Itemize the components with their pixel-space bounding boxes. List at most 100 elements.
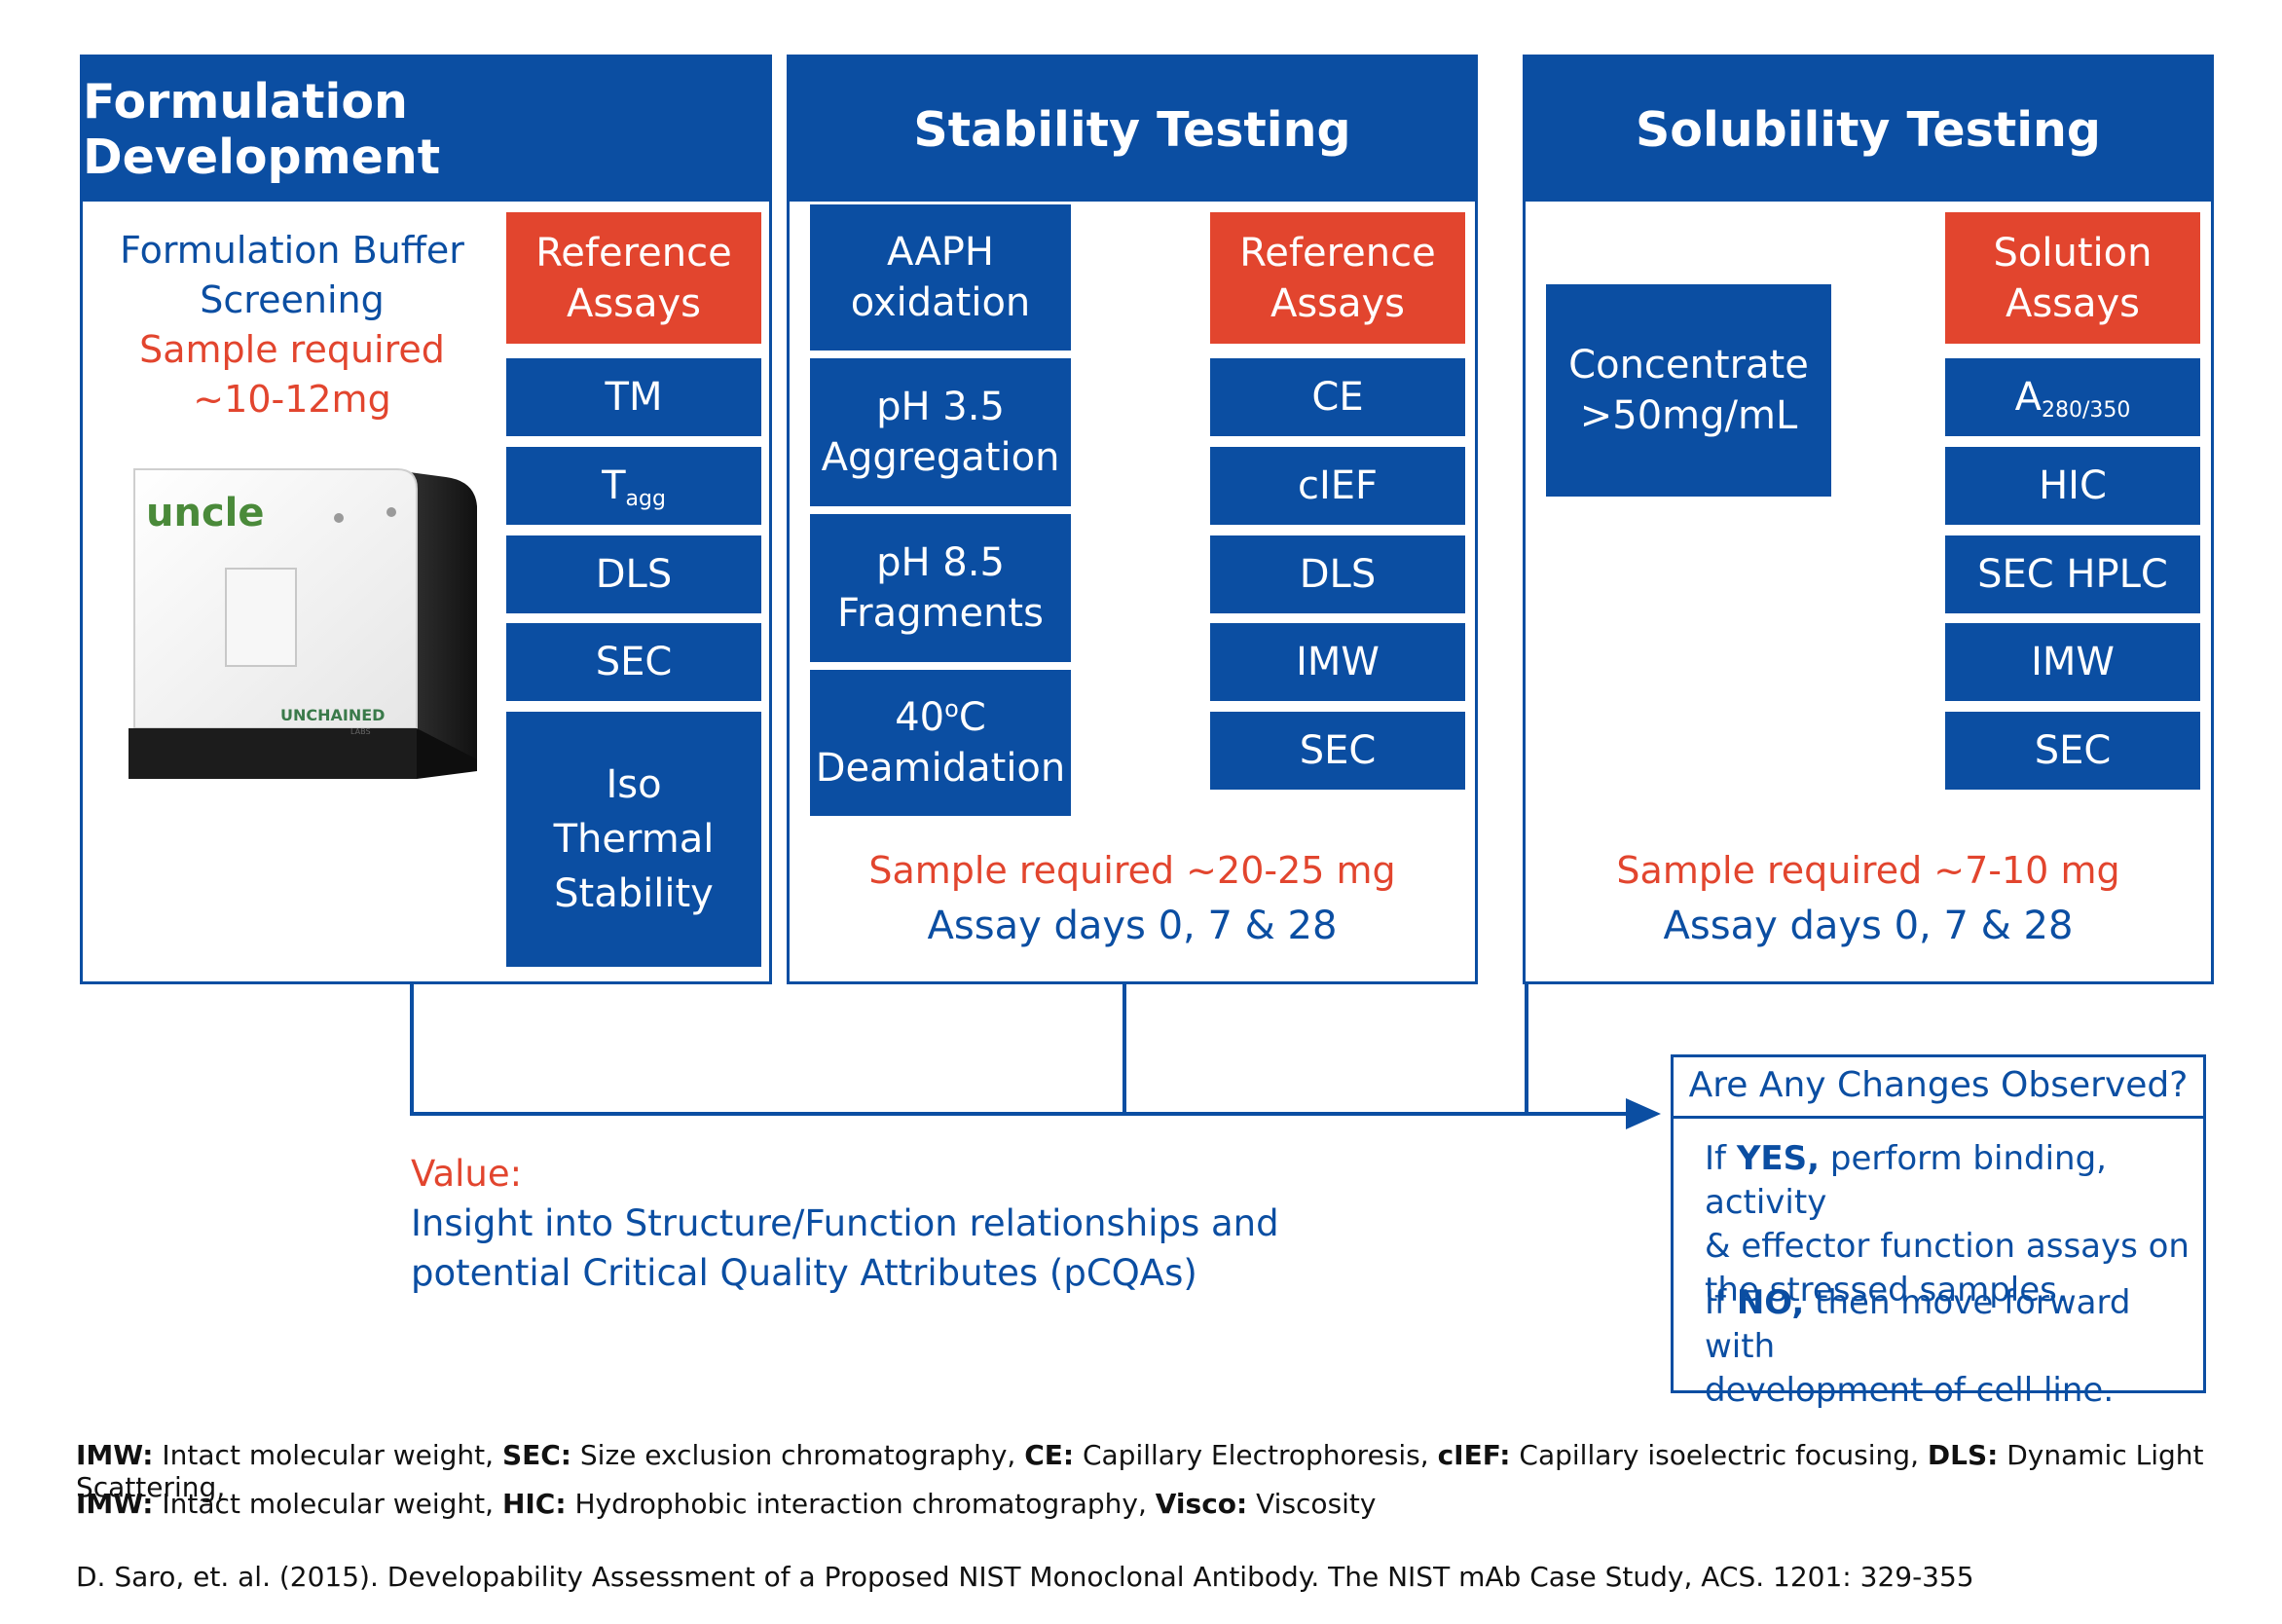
changes-box: Are Any Changes Observed? If YES, perfor… bbox=[1671, 1054, 2206, 1410]
formulation-intro: Formulation Buffer Screening bbox=[107, 226, 477, 325]
changes-no: If NO, then move forward with developmen… bbox=[1705, 1281, 2203, 1413]
assay-sec: SEC bbox=[506, 623, 761, 701]
solubility-assay-days: Assay days 0, 7 & 28 bbox=[1663, 904, 2074, 948]
assay-tm-label: TM bbox=[605, 375, 663, 420]
stability-sample-required: Sample required ~20-25 mg bbox=[868, 849, 1396, 892]
yes-bold: YES, bbox=[1736, 1139, 1821, 1178]
citation: D. Saro, et. al. (2015). Developability … bbox=[76, 1561, 1974, 1593]
solution-assays-header: Solution Assays bbox=[1945, 212, 2200, 344]
fn-def: Intact molecular weight, bbox=[153, 1488, 502, 1520]
assay-label: IMW bbox=[2031, 640, 2115, 684]
fn-def: Dynamic Light Scattering, bbox=[76, 1439, 2204, 1503]
stress-ph35-l2: Aggregation bbox=[821, 435, 1060, 480]
yes-pre: If bbox=[1705, 1139, 1737, 1178]
stress-ph85: pH 8.5 Fragments bbox=[810, 514, 1071, 662]
assay-dls-label: DLS bbox=[595, 552, 673, 597]
assay-tagg-label: T bbox=[602, 463, 626, 508]
solubility-assay-hic: HIC bbox=[1945, 447, 2200, 525]
stress-40c-unit: C bbox=[958, 695, 986, 740]
value-label: Value: bbox=[411, 1153, 523, 1195]
intro-line2: Screening bbox=[200, 278, 385, 321]
assay-label: SEC HPLC bbox=[1977, 552, 2168, 597]
assay-a-sub: 280/350 bbox=[2041, 397, 2131, 423]
fn-def: Size exclusion chromatography, bbox=[570, 1439, 1025, 1471]
formulation-reference-assays-header: Reference Assays bbox=[506, 212, 761, 344]
stability-assay-imw: IMW bbox=[1210, 623, 1465, 701]
value-line1: Insight into Structure/Function relation… bbox=[411, 1202, 1279, 1244]
assay-label: SEC bbox=[2034, 728, 2112, 773]
no-pre: If bbox=[1705, 1283, 1737, 1322]
yes-line2: & effector function assays on bbox=[1705, 1227, 2190, 1266]
stability-assay-ce: CE bbox=[1210, 358, 1465, 436]
fn-def: Hydrophobic interaction chromatography, bbox=[566, 1488, 1156, 1520]
iso-line3: Stability bbox=[554, 871, 714, 916]
fn-def: Intact molecular weight, bbox=[153, 1439, 502, 1471]
intro-line1: Formulation Buffer bbox=[120, 229, 464, 272]
stress-ph85-l1: pH 8.5 bbox=[876, 540, 1005, 585]
stress-40c-num: 40 bbox=[895, 695, 945, 740]
yes-rest: perform binding, activity bbox=[1705, 1139, 2107, 1222]
uncle-logo-text: uncle bbox=[146, 491, 265, 535]
assay-dls: DLS bbox=[506, 535, 761, 613]
assay-tagg-sub: agg bbox=[625, 486, 666, 511]
value-section: Value: Insight into Structure/Function r… bbox=[411, 1149, 1287, 1298]
formulation-title: Formulation Development bbox=[83, 57, 769, 202]
assay-iso-thermal: Iso Thermal Stability bbox=[506, 712, 761, 967]
changes-title: Are Any Changes Observed? bbox=[1674, 1057, 2203, 1119]
stability-assay-days: Assay days 0, 7 & 28 bbox=[927, 904, 1338, 948]
header-line2: Assays bbox=[1270, 280, 1406, 326]
stability-assay-dls: DLS bbox=[1210, 535, 1465, 613]
sample-line2: ~10-12mg bbox=[193, 378, 391, 421]
assay-label: cIEF bbox=[1297, 463, 1379, 508]
fn-def: Viscosity bbox=[1247, 1488, 1377, 1520]
fn-term: SEC: bbox=[501, 1439, 571, 1471]
solubility-assay-imw: IMW bbox=[1945, 623, 2200, 701]
fn-term: Visco: bbox=[1155, 1488, 1248, 1520]
assay-a-label: A bbox=[2014, 375, 2042, 420]
unchained-logo-text: UNCHAINED bbox=[280, 706, 385, 724]
fn-term: IMW: bbox=[76, 1488, 154, 1520]
header-line1: Solution bbox=[1993, 230, 2153, 276]
stress-40c-l2: Deamidation bbox=[815, 746, 1066, 791]
fn-term: DLS: bbox=[1927, 1439, 1999, 1471]
stress-aaph-l1: AAPH bbox=[886, 230, 995, 275]
fn-term: HIC: bbox=[501, 1488, 567, 1520]
sample-line1: Sample required bbox=[139, 328, 445, 371]
assay-label: CE bbox=[1311, 375, 1364, 420]
assay-tm: TM bbox=[506, 358, 761, 436]
fn-term: cIEF: bbox=[1437, 1439, 1511, 1471]
assay-label: SEC bbox=[1299, 728, 1377, 773]
bottom-connector bbox=[410, 983, 1645, 1116]
header-line1: Reference bbox=[535, 230, 732, 276]
header-line2: Assays bbox=[566, 280, 702, 326]
stress-aaph-l2: oxidation bbox=[850, 280, 1031, 325]
assay-label: HIC bbox=[2039, 463, 2107, 508]
solubility-sample-required: Sample required ~7-10 mg bbox=[1616, 849, 2120, 892]
fn-term: CE: bbox=[1024, 1439, 1075, 1471]
stress-ph35: pH 3.5 Aggregation bbox=[810, 358, 1071, 506]
no-rest: then move forward with bbox=[1705, 1283, 2131, 1366]
stress-ph35-l1: pH 3.5 bbox=[876, 385, 1005, 429]
solubility-assay-sec-hplc: SEC HPLC bbox=[1945, 535, 2200, 613]
stress-40c: 40oC Deamidation bbox=[810, 670, 1071, 816]
unchained-logo-sub: LABS bbox=[350, 727, 371, 736]
header-line1: Reference bbox=[1239, 230, 1436, 276]
stability-title: Stability Testing bbox=[790, 57, 1475, 202]
footnote-line1: IMW: Intact molecular weight, SEC: Size … bbox=[76, 1439, 2282, 1503]
no-line2: development of cell line. bbox=[1705, 1371, 2115, 1410]
fn-def: Capillary isoelectric focusing, bbox=[1510, 1439, 1928, 1471]
assay-label: DLS bbox=[1299, 552, 1377, 597]
changes-yes: If YES, perform binding, activity & effe… bbox=[1705, 1137, 2203, 1312]
concentrate-l1: Concentrate bbox=[1568, 343, 1809, 388]
stress-aaph: AAPH oxidation bbox=[810, 204, 1071, 351]
footnote-line2: IMW: Intact molecular weight, HIC: Hydro… bbox=[76, 1488, 1376, 1520]
solubility-assay-sec: SEC bbox=[1945, 712, 2200, 790]
no-bold: NO, bbox=[1736, 1283, 1805, 1322]
iso-line2: Thermal bbox=[553, 817, 715, 862]
arrow-changes bbox=[1626, 1098, 1661, 1129]
stress-ph85-l2: Fragments bbox=[837, 591, 1044, 636]
stability-reference-assays-header: Reference Assays bbox=[1210, 212, 1465, 344]
value-line2: potential Critical Quality Attributes (p… bbox=[411, 1252, 1197, 1294]
degree-symbol-icon: o bbox=[944, 695, 959, 722]
